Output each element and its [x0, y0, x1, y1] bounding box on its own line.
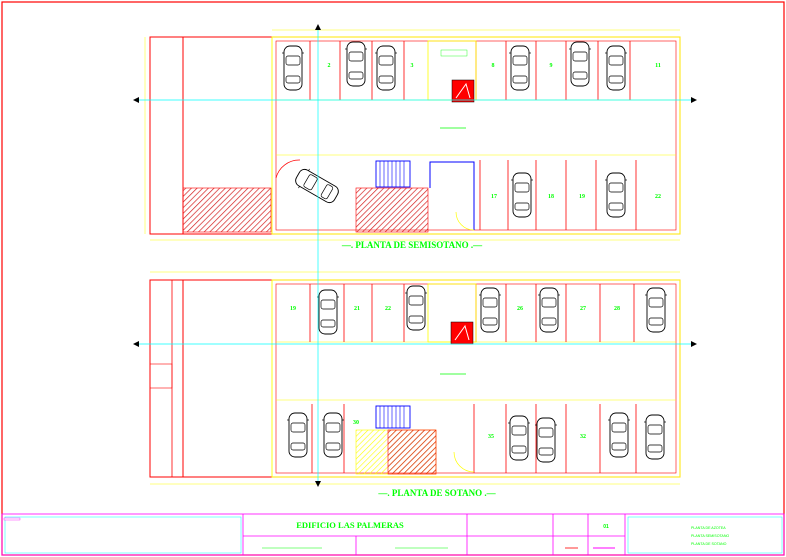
door-swing-icon	[455, 211, 475, 231]
space-number: 35	[488, 434, 494, 440]
space-number: 8	[492, 63, 495, 69]
space-number: 19	[579, 194, 585, 200]
space-number: 22	[655, 194, 661, 200]
stair-icon	[375, 160, 475, 230]
sheet-content-item: PLANTA DE SOTANO	[691, 542, 727, 546]
stair-icon	[375, 405, 411, 429]
sheet-number: 01	[603, 524, 609, 530]
space-number: 32	[580, 434, 586, 440]
space-number: 26	[517, 306, 523, 312]
plan-sotano: 19 21 22 26 27 28 30 35 32 —. PLANTA DE …	[149, 279, 681, 498]
hatch-area	[387, 429, 437, 475]
space-number: 17	[491, 194, 497, 200]
space-number: 18	[548, 194, 554, 200]
space-number: 2	[328, 63, 331, 69]
garage-outline	[271, 36, 681, 235]
space-number: 30	[353, 420, 359, 426]
space-number: 21	[354, 306, 360, 312]
elevator-icon	[451, 79, 475, 103]
axis-lines	[135, 26, 695, 485]
door-swing-icon	[453, 451, 475, 473]
sheet-content-item: PLANTA DE AZOTEA	[691, 526, 726, 530]
title-block: EDIFICIO LAS PALMERAS 01 PLANTA DE AZOTE…	[1, 513, 785, 556]
plan-semisotano: 2 3 8 9 11 17 18 19 22 —. PLANTA DE SEMI…	[149, 36, 681, 250]
space-number: 11	[655, 63, 661, 69]
hatch-area	[182, 187, 272, 233]
space-number: 3	[411, 63, 414, 69]
plan-title: —. PLANTA DE SEMISOTANO .—	[341, 240, 483, 250]
project-title: EDIFICIO LAS PALMERAS	[296, 520, 404, 530]
space-number: 28	[614, 306, 620, 312]
sheet-content-item: PLANTA SEMISOTANO	[691, 534, 729, 538]
dimension-lines	[144, 29, 680, 485]
space-number: 9	[550, 63, 553, 69]
plan-title: —. PLANTA DE SOTANO .—	[377, 488, 496, 498]
space-number: 22	[385, 306, 391, 312]
hatch-area	[355, 187, 429, 233]
space-number: 27	[580, 306, 586, 312]
space-number: 19	[290, 306, 296, 312]
garage-outline	[271, 279, 681, 478]
elevator-icon	[450, 321, 474, 345]
